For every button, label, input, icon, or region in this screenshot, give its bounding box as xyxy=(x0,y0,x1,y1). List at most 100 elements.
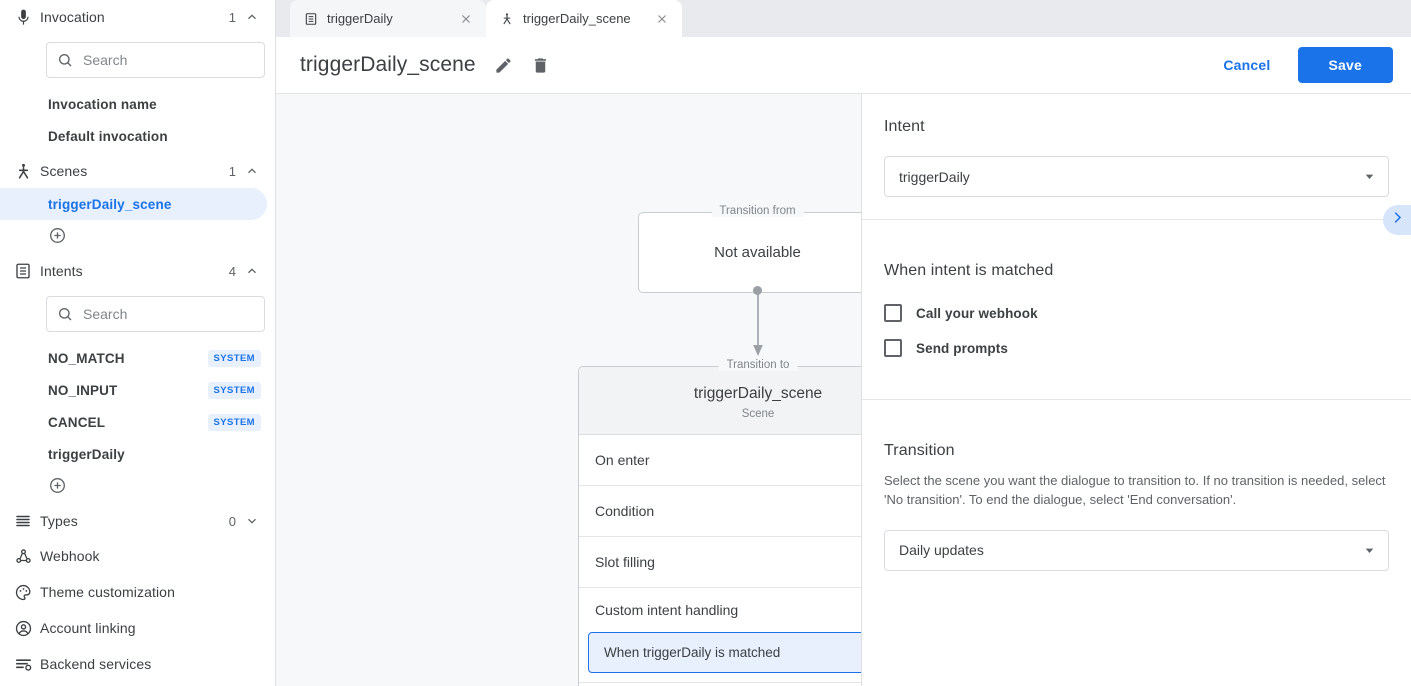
chevron-right-icon xyxy=(1390,210,1405,230)
scene-row-label: Condition xyxy=(595,503,655,519)
pencil-icon[interactable] xyxy=(494,56,513,75)
connector-dot-from xyxy=(753,286,762,295)
plus-circle-icon xyxy=(50,477,65,493)
intents-search-input[interactable] xyxy=(46,296,265,332)
checkbox-box[interactable] xyxy=(884,304,902,322)
sidebar-item-label: triggerDaily_scene xyxy=(48,196,172,212)
section-gap xyxy=(884,424,1389,442)
scenes-icon xyxy=(14,162,40,181)
scene-icon xyxy=(500,12,514,26)
sidebar-item-default-invocation[interactable]: Default invocation xyxy=(0,120,275,152)
chevron-up-icon[interactable] xyxy=(245,264,259,278)
sidebar-section-types[interactable]: Types 0 xyxy=(0,504,275,538)
sidebar-item-label: Account linking xyxy=(40,620,136,636)
transition-from-value: Not available xyxy=(714,244,801,261)
checkbox-label: Send prompts xyxy=(916,340,1008,356)
sidebar-item-invocation-name[interactable]: Invocation name xyxy=(0,88,275,120)
sidebar-item-label: Invocation name xyxy=(48,96,157,112)
cancel-button[interactable]: Cancel xyxy=(1208,48,1285,82)
sidebar-item-label: Theme customization xyxy=(40,584,175,600)
invocation-search-field[interactable] xyxy=(83,52,254,68)
scene-card-subtitle: Scene xyxy=(741,408,775,420)
intent-section: Intent triggerDaily xyxy=(862,94,1411,220)
intents-icon xyxy=(14,262,40,280)
sidebar-item-no-input[interactable]: NO_INPUT SYSTEM xyxy=(0,374,275,406)
search-icon xyxy=(58,54,72,67)
sidebar-item-no-match[interactable]: NO_MATCH SYSTEM xyxy=(0,342,275,374)
add-intent-button[interactable] xyxy=(0,470,275,500)
expand-panel-button[interactable] xyxy=(1383,205,1411,235)
scene-row-custom-intent-handling[interactable]: Custom intent handling xyxy=(579,588,861,632)
search-icon xyxy=(58,308,72,321)
chevron-up-icon[interactable] xyxy=(245,164,259,178)
properties-panel: Intent triggerDaily When intent is match… xyxy=(862,94,1411,686)
scene-row-label: Slot filling xyxy=(595,554,655,570)
tab-triggerdaily-scene[interactable]: triggerDaily_scene xyxy=(486,0,682,37)
sidebar-item-cancel[interactable]: CANCEL SYSTEM xyxy=(0,406,275,438)
close-icon[interactable] xyxy=(655,12,669,26)
sidebar-item-triggerdaily-scene[interactable]: triggerDaily_scene xyxy=(0,188,267,220)
page-header: triggerDaily_scene Cancel Save xyxy=(276,37,1411,94)
transition-select[interactable]: Daily updates xyxy=(884,529,1389,571)
sidebar-section-count: 0 xyxy=(228,513,236,529)
microphone-icon xyxy=(14,8,40,27)
webhook-icon xyxy=(14,547,40,566)
scene-row-condition[interactable]: Condition xyxy=(579,486,861,537)
intent-handler-chip[interactable]: When triggerDaily is matched xyxy=(588,632,861,673)
section-gap xyxy=(884,357,1389,377)
transition-from-node[interactable]: Transition from Not available xyxy=(638,205,861,293)
sidebar-item-label: Backend services xyxy=(40,656,152,672)
when-matched-heading: When intent is matched xyxy=(884,262,1054,279)
chevron-up-icon[interactable] xyxy=(245,10,259,24)
sidebar-item-label: NO_MATCH xyxy=(48,350,125,366)
trash-icon[interactable] xyxy=(531,56,550,75)
section-gap xyxy=(884,244,1389,262)
chevron-down-icon[interactable] xyxy=(245,514,259,528)
save-button[interactable]: Save xyxy=(1297,47,1393,83)
transition-description: Select the scene you want the dialogue t… xyxy=(884,473,1386,507)
tab-triggerdaily[interactable]: triggerDaily xyxy=(290,0,486,37)
palette-icon xyxy=(14,583,40,602)
scene-row-slot-filling[interactable]: Slot filling xyxy=(579,537,861,588)
scene-row-label: On enter xyxy=(595,452,650,468)
transition-select-value: Daily updates xyxy=(899,542,984,559)
close-icon[interactable] xyxy=(459,12,473,26)
types-icon xyxy=(14,512,40,530)
sidebar-item-label: triggerDaily xyxy=(48,446,125,462)
dropdown-arrow-icon[interactable] xyxy=(1363,544,1376,557)
sidebar-item-label: Default invocation xyxy=(48,128,168,144)
sidebar-item-label: CANCEL xyxy=(48,414,106,430)
dropdown-arrow-icon[interactable] xyxy=(1363,170,1376,183)
sidebar-item-label: Webhook xyxy=(40,548,100,564)
intent-heading: Intent xyxy=(884,118,925,135)
sidebar-item-account-linking[interactable]: Account linking xyxy=(0,610,275,646)
intent-select[interactable]: triggerDaily xyxy=(884,156,1389,197)
sidebar-section-scenes[interactable]: Scenes 1 xyxy=(0,154,275,188)
status-badge: SYSTEM xyxy=(207,349,261,367)
sidebar-item-triggerdaily[interactable]: triggerDaily xyxy=(0,438,275,470)
custom-intent-handlers: When triggerDaily is matched xyxy=(579,632,861,683)
when-intent-matched-section: When intent is matched Call your webhook… xyxy=(862,220,1411,400)
scene-card-header: triggerDaily_scene Scene xyxy=(579,367,861,435)
tab-bar: triggerDaily triggerDaily_scene xyxy=(276,0,1411,37)
invocation-search-input[interactable] xyxy=(46,42,265,78)
transition-section: Transition Select the scene you want the… xyxy=(862,400,1411,593)
sidebar-section-count: 1 xyxy=(228,9,236,25)
sidebar-section-label: Scenes xyxy=(40,163,88,179)
checkbox-call-your-webhook[interactable]: Call your webhook xyxy=(884,304,1389,322)
sidebar-section-label: Types xyxy=(40,513,78,529)
sidebar-item-webhook[interactable]: Webhook xyxy=(0,538,275,574)
add-scene-button[interactable] xyxy=(0,220,275,250)
sidebar-item-theme-customization[interactable]: Theme customization xyxy=(0,574,275,610)
scene-row-on-enter[interactable]: On enter xyxy=(579,435,861,486)
sidebar-section-invocation[interactable]: Invocation 1 xyxy=(0,0,275,34)
backend-services-icon xyxy=(14,655,40,674)
checkbox-label: Call your webhook xyxy=(916,305,1038,321)
intents-search-field[interactable] xyxy=(83,306,254,322)
sidebar-section-intents[interactable]: Intents 4 xyxy=(0,254,275,288)
status-badge: SYSTEM xyxy=(207,381,261,399)
sidebar-item-backend-services[interactable]: Backend services xyxy=(0,646,275,682)
checkbox-box[interactable] xyxy=(884,339,902,357)
checkbox-send-prompts[interactable]: Send prompts xyxy=(884,339,1389,357)
scene-graph-canvas[interactable]: Transition from Not available Transition… xyxy=(276,94,862,686)
